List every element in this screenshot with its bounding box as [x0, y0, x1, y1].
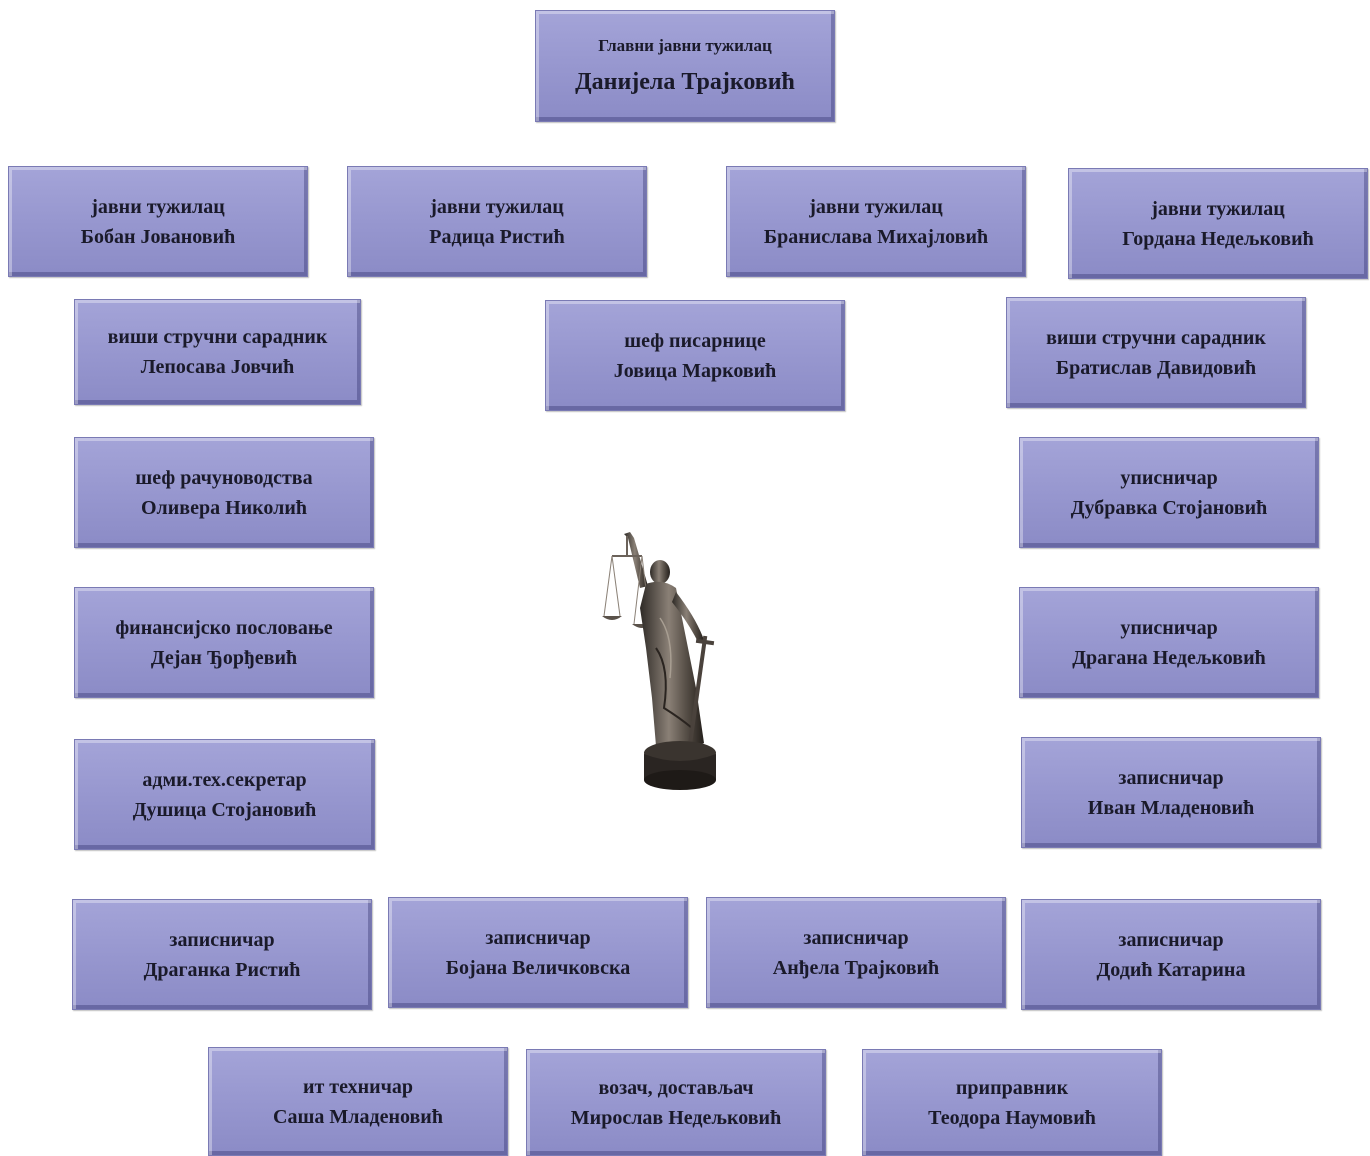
- recorder-box: записничар Анђела Трајковић: [706, 897, 1006, 1008]
- secretary-box: адми.тех.секретар Душица Стојановић: [74, 739, 375, 850]
- intern-box: приправник Теодора Наумовић: [862, 1049, 1162, 1156]
- role-label: виши стручни сарадник: [1046, 326, 1266, 349]
- name-label: Мирослав Недељковић: [570, 1106, 782, 1129]
- name-label: Иван Младеновић: [1087, 796, 1255, 819]
- prosecutor-box: јавни тужилац Гордана Недељковић: [1068, 168, 1368, 279]
- role-label: јавни тужилац: [430, 195, 564, 218]
- name-label: Бранислава Михајловић: [763, 225, 989, 248]
- role-label: приправник: [955, 1076, 1069, 1099]
- registrar-box: уписничар Дубравка Стојановић: [1019, 437, 1319, 548]
- driver-courier-box: возач, достављач Мирослав Недељковић: [526, 1049, 826, 1156]
- role-label: уписничар: [1120, 616, 1218, 639]
- role-label: јавни тужилац: [1151, 197, 1285, 220]
- name-label: Радица Ристић: [429, 225, 565, 248]
- name-label: Саша Младеновић: [273, 1105, 443, 1128]
- role-label: ит техничар: [302, 1075, 414, 1098]
- role-label: шеф писарнице: [624, 329, 766, 352]
- role-label: записничар: [1118, 928, 1224, 951]
- role-label: уписничар: [1120, 466, 1218, 489]
- role-label: Главни јавни тужилац: [598, 36, 772, 55]
- name-label: Драгана Недељковић: [1072, 646, 1266, 669]
- prosecutor-box: јавни тужилац Бобан Јовановић: [8, 166, 308, 277]
- role-label: финансијско пословање: [115, 616, 333, 639]
- recorder-box: записничар Додић Катарина: [1021, 899, 1321, 1010]
- name-label: Бојана Величковска: [445, 956, 631, 979]
- name-label: Данијела Трајковић: [575, 69, 795, 95]
- registry-head-box: шеф писарнице Јовица Марковић: [545, 300, 845, 411]
- role-label: возач, достављач: [598, 1076, 754, 1099]
- name-label: Дејан Ђорђевић: [150, 646, 298, 669]
- recorder-box: записничар Бојана Величковска: [388, 897, 688, 1008]
- name-label: Бобан Јовановић: [80, 225, 236, 248]
- role-label: записничар: [485, 926, 591, 949]
- name-label: Теодора Наумовић: [928, 1106, 1096, 1129]
- role-label: записничар: [1118, 766, 1224, 789]
- name-label: Лепосава Јовчић: [140, 356, 295, 378]
- accounting-head-box: шеф рачуноводства Оливера Николић: [74, 437, 374, 548]
- recorder-box: записничар Драганка Ристић: [72, 899, 372, 1010]
- name-label: Драганка Ристић: [143, 958, 301, 981]
- senior-associate-box: виши стручни сарадник Братислав Давидови…: [1006, 297, 1306, 408]
- lady-justice-statue-image: [602, 532, 716, 790]
- finance-box: финансијско пословање Дејан Ђорђевић: [74, 587, 374, 698]
- role-label: шеф рачуноводства: [135, 466, 313, 489]
- name-label: Додић Катарина: [1096, 958, 1246, 981]
- prosecutor-box: јавни тужилац Радица Ристић: [347, 166, 647, 277]
- role-label: записничар: [803, 926, 909, 949]
- name-label: Анђела Трајковић: [772, 956, 940, 979]
- name-label: Оливера Николић: [140, 496, 308, 519]
- name-label: Јовица Марковић: [613, 359, 777, 382]
- senior-associate-box: виши стручни сарадник Лепосава Јовчић: [74, 299, 361, 405]
- role-label: јавни тужилац: [91, 195, 225, 218]
- role-label: виши стручни сарадник: [107, 326, 328, 348]
- prosecutor-box: јавни тужилац Бранислава Михајловић: [726, 166, 1026, 277]
- role-label: записничар: [169, 928, 275, 951]
- role-label: адми.тех.секретар: [142, 768, 307, 791]
- name-label: Душица Стојановић: [132, 798, 317, 821]
- name-label: Дубравка Стојановић: [1070, 496, 1268, 519]
- recorder-box: записничар Иван Младеновић: [1021, 737, 1321, 848]
- registrar-box: уписничар Драгана Недељковић: [1019, 587, 1319, 698]
- role-label: јавни тужилац: [809, 195, 943, 218]
- it-technician-box: ит техничар Саша Младеновић: [208, 1047, 508, 1156]
- name-label: Братислав Давидовић: [1055, 356, 1257, 379]
- chief-prosecutor-box: Главни јавни тужилац Данијела Трајковић: [535, 10, 835, 122]
- name-label: Гордана Недељковић: [1122, 227, 1314, 250]
